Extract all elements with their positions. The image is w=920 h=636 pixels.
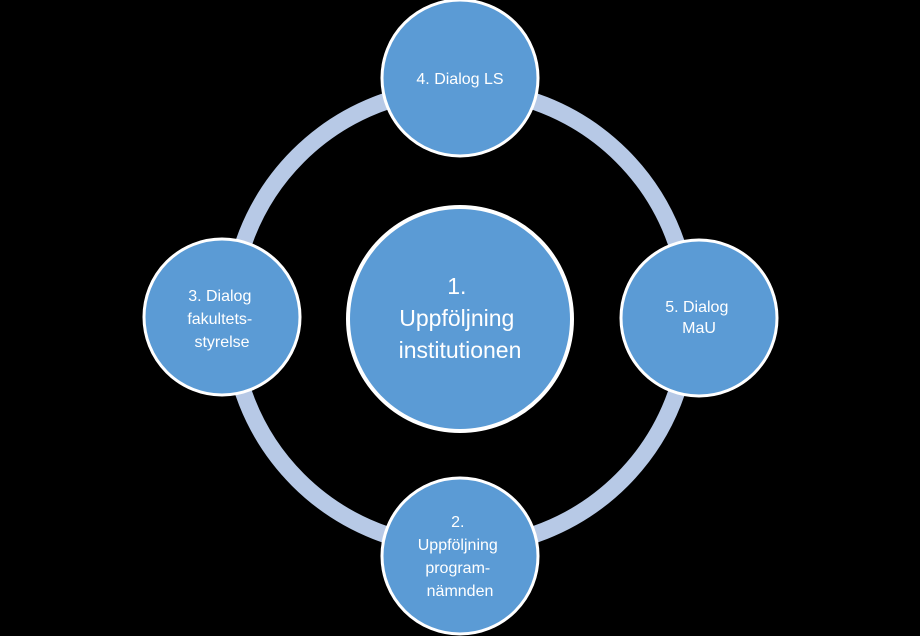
node-dialog-ls: 4. Dialog LS [380, 0, 540, 158]
node-dialog-mau-circle [619, 238, 779, 398]
node-dialog-fakultetsstyrelse-circle [142, 237, 302, 397]
node-uppfoljning-programnamnden-line-1: 2. [451, 514, 464, 531]
node-dialog-fakultetsstyrelse: 3. Dialog fakultets- styrelse [142, 237, 302, 397]
node-dialog-fakultetsstyrelse-line-3: styrelse [194, 334, 249, 351]
center-node-line-2: Uppföljning [399, 305, 514, 331]
node-dialog-fakultetsstyrelse-line-1: 3. Dialog [188, 288, 251, 305]
center-node-circle [346, 205, 574, 433]
node-uppfoljning-programnamnden-line-4: nämnden [427, 583, 494, 600]
node-dialog-fakultetsstyrelse-label: 3. Dialog fakultets- styrelse [187, 288, 256, 351]
node-dialog-mau-line-2: MaU [682, 320, 716, 337]
center-node-line-1: 1. [447, 273, 466, 299]
node-dialog-mau-label: 5. Dialog MaU [665, 299, 733, 337]
node-dialog-ls-label: 4. Dialog LS [416, 71, 503, 88]
node-uppfoljning-programnamnden-line-3: program- [425, 560, 490, 577]
node-dialog-fakultetsstyrelse-line-2: fakultets- [187, 311, 252, 328]
center-node: 1. Uppföljning institutionen [346, 205, 574, 433]
node-uppfoljning-programnamnden-label: 2. Uppföljning program- nämnden [418, 514, 503, 600]
node-uppfoljning-programnamnden-circle [380, 476, 540, 636]
center-node-label: 1. Uppföljning institutionen [399, 273, 522, 363]
node-dialog-ls-line-1: 4. Dialog LS [416, 71, 503, 88]
node-uppfoljning-programnamnden-line-2: Uppföljning [418, 537, 498, 554]
center-node-line-3: institutionen [399, 337, 522, 363]
node-dialog-ls-circle [380, 0, 540, 158]
node-uppfoljning-programnamnden: 2. Uppföljning program- nämnden [380, 476, 540, 636]
node-dialog-mau-line-1: 5. Dialog [665, 299, 728, 316]
node-dialog-mau: 5. Dialog MaU [619, 238, 779, 398]
